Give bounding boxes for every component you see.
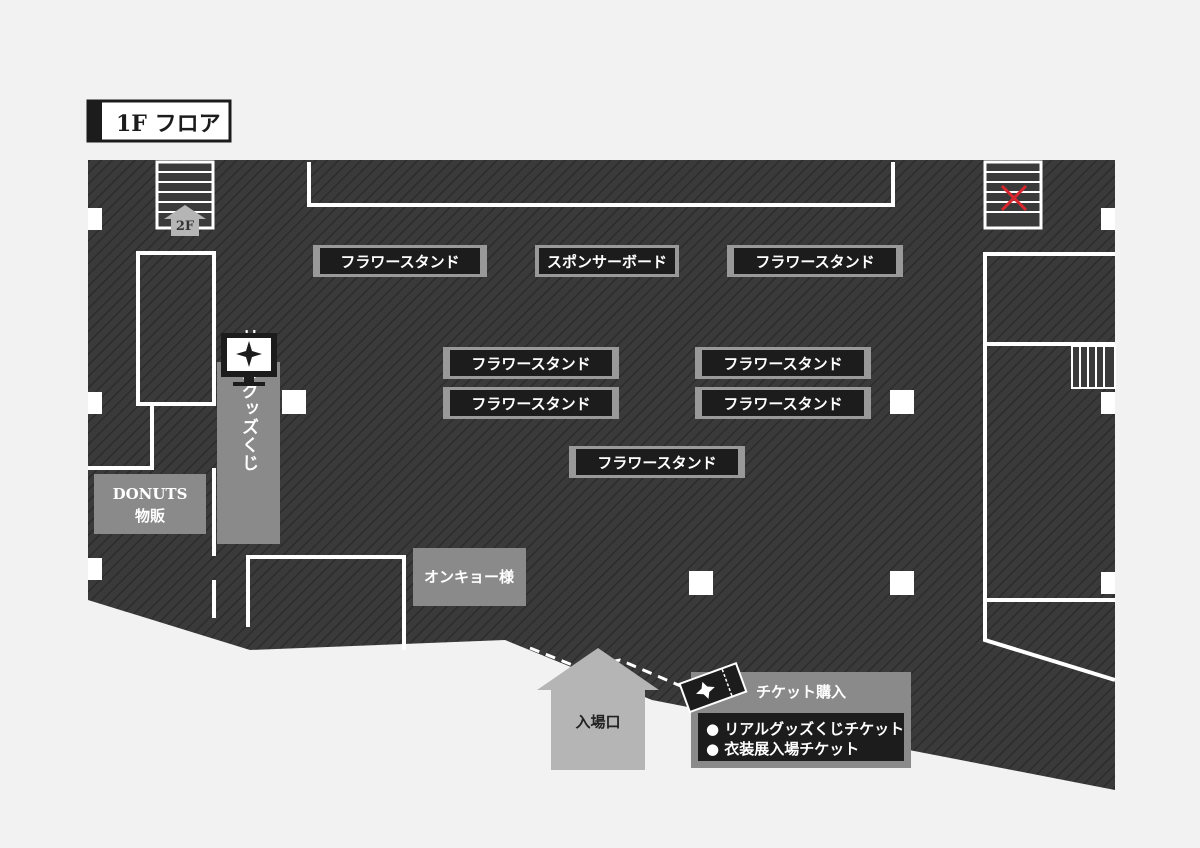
flower-stand-booth: フラワースタンド [695,347,871,379]
flower-stand-booth: フラワースタンド [313,245,487,277]
stairs-right-side [1071,345,1116,389]
pillar [1101,208,1115,230]
right-room-lower [983,344,1116,682]
pillar [1101,572,1115,594]
pillar [890,571,914,595]
closed-x-icon [1000,184,1028,212]
pillar [689,571,713,595]
ticket-item-goods: ● リアルグッズくじチケット [706,720,904,738]
floor-title: 1F フロア [116,111,221,137]
donuts-sales-label: 物販 [135,507,166,525]
flower-stand-booth: フラワースタンド [443,347,619,379]
flower-stand-label: フラワースタンド [471,355,590,373]
ticket-icon [678,662,748,714]
flower-stand-label: フラワースタンド [471,395,590,413]
flower-stand-booth: フラワースタンド [695,387,871,419]
flower-stand-booth: フラワースタンド [727,245,903,277]
left-room [136,251,216,406]
stairs-2f-arrow: 2F [164,205,206,236]
floor-title-box: 1F フロア [86,99,232,143]
entrance-arrow: 入場口 [537,648,659,770]
flower-stand-label: フラワースタンド [755,253,874,271]
donuts-label: DONUTS [113,485,188,503]
pillar [890,390,914,414]
entrance-label: 入場口 [575,713,620,731]
sponsor-board-label: スポンサーボード [547,253,667,271]
sponsor-board-booth: スポンサーボード [535,245,679,277]
flower-stand-label: フラワースタンド [340,253,459,271]
pillar [88,558,102,580]
top-stage-wall [307,162,895,207]
right-room-upper [983,252,1115,346]
onkyo-booth: オンキョー様 [413,548,526,606]
ticket-title: チケット購入 [756,683,846,701]
flower-stand-label: フラワースタンド [723,355,842,373]
flower-stand-booth: フラワースタンド [569,446,745,478]
flower-stand-label: フラワースタンド [597,454,716,472]
left-wall-lines [88,404,154,470]
lower-left-room [246,555,406,650]
ticket-item-costume: ● 衣装展入場チケット [706,740,859,758]
flower-stand-label: フラワースタンド [723,395,842,413]
pillar [88,392,102,414]
pillar [88,208,102,230]
flower-stand-booth: フラワースタンド [443,387,619,419]
monitor-icon [221,333,277,386]
ticket-booth: チケット購入 ● リアルグッズくじチケット ● 衣装展入場チケット [691,672,911,768]
onkyo-label: オンキョー様 [424,568,515,586]
donuts-shop: DONUTS 物販 [94,474,206,534]
pillar [282,390,306,414]
pillar [1101,392,1115,414]
stairs-2f-label: 2F [176,219,195,234]
